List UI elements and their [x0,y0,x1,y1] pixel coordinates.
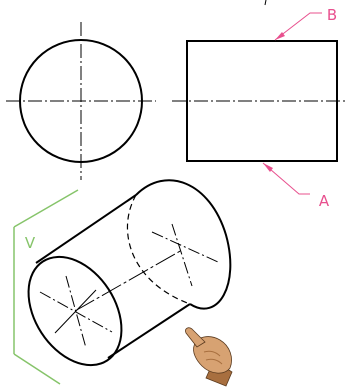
back-face-centerline-2 [171,223,193,287]
leader-b-line [274,12,322,41]
hand-index-finger [185,327,206,348]
front-face-ellipse [27,255,123,367]
leader-a-line [262,162,310,195]
label-b: B [327,6,337,24]
isometric-cylinder [27,179,232,367]
cylinder-top-generator [35,194,137,264]
back-face-centerline-1 [151,231,219,263]
hand-knuckle-line-1 [203,350,221,357]
cylinder-axis [74,249,183,312]
side-view [6,22,156,180]
plane-bottom-edge [13,353,61,385]
back-face-hidden-arc [126,194,191,305]
front-face-centerline-2 [65,275,87,349]
projection-plane-v: V [13,189,79,385]
pointing-hand-icon [185,327,233,387]
cylinder-bottom-generator [107,303,191,359]
front-face-centerline-1 [39,291,113,333]
label-a: A [319,192,330,210]
leader-a: A [262,162,330,210]
leader-a-arrowhead [263,163,273,172]
front-view [172,40,346,162]
back-face-visible-arc [135,179,232,310]
plane-top-edge [13,189,79,228]
front-face-cross [54,289,97,334]
label-v: V [25,234,36,252]
leader-b: B [274,6,337,41]
hand-knuckle-line-2 [205,358,223,365]
top-tick-mark [264,0,267,6]
leader-b-arrowhead [275,32,285,40]
